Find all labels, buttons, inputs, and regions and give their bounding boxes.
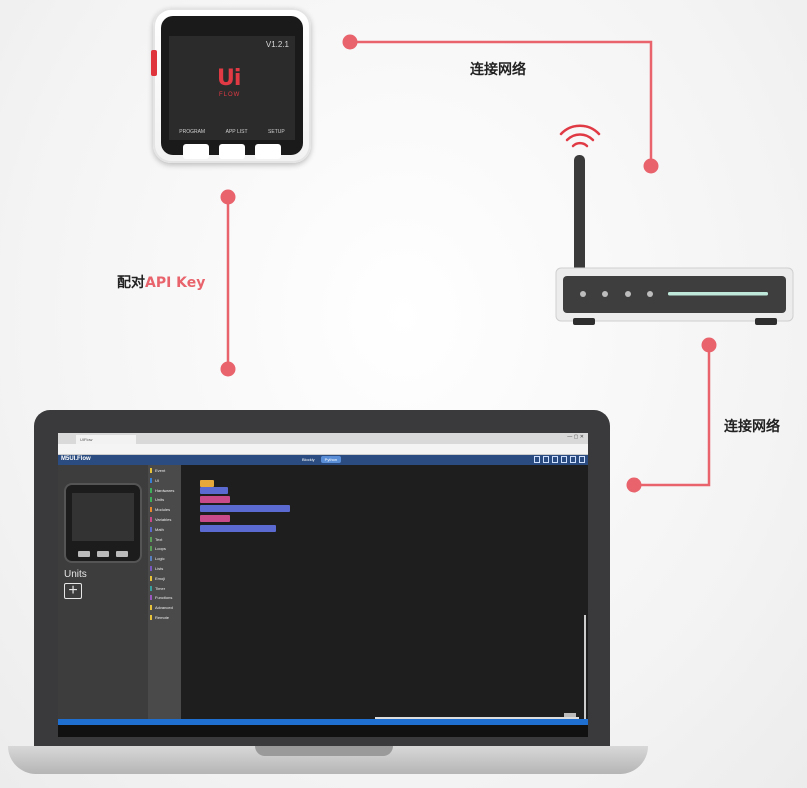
- device-side-button: [151, 50, 157, 76]
- save-icon[interactable]: [534, 456, 540, 463]
- ide-header: M5UI.Flow Blockly Python: [58, 455, 588, 465]
- label-pair-api-key: 配对API Key: [117, 272, 205, 292]
- category-item[interactable]: Hardwares: [150, 487, 174, 493]
- connector-router-laptop: [626, 337, 717, 493]
- virtual-button-c[interactable]: [116, 551, 128, 557]
- virtual-device: [64, 483, 142, 563]
- router-antenna: [574, 155, 585, 273]
- uiflow-logo-subtitle: FLOW: [219, 92, 241, 98]
- category-item[interactable]: Emoji: [150, 575, 165, 581]
- connector-device-laptop: [220, 189, 236, 377]
- ide-toolbar: [534, 456, 585, 463]
- tab-blockly[interactable]: Blockly: [302, 457, 315, 462]
- label-pair-prefix: 配对: [117, 275, 145, 291]
- virtual-button-a[interactable]: [78, 551, 90, 557]
- category-item[interactable]: Math: [150, 526, 164, 532]
- workspace-scrollbar-vertical[interactable]: [584, 615, 586, 735]
- category-item[interactable]: Timer: [150, 585, 165, 591]
- category-item[interactable]: Logic: [150, 556, 165, 562]
- download-icon[interactable]: [543, 456, 549, 463]
- menu-icon[interactable]: [579, 456, 585, 463]
- code-block[interactable]: [200, 525, 276, 532]
- menu-setup: SETUP: [268, 129, 285, 135]
- ide-app-name: M5UI.Flow: [61, 456, 91, 462]
- code-block[interactable]: [200, 515, 230, 522]
- browser-tab[interactable]: UIFlow: [76, 435, 136, 444]
- category-item[interactable]: Variables: [150, 517, 171, 522]
- tab-python[interactable]: Python: [320, 456, 342, 463]
- browser-tabbar: UIFlow — ▢ ✕: [58, 433, 588, 444]
- window-controls-icon[interactable]: — ▢ ✕: [567, 434, 584, 440]
- setup-block[interactable]: [200, 480, 214, 487]
- laptop-screen: UIFlow — ▢ ✕ M5UI.Flow Blockly Python Un…: [58, 433, 588, 737]
- category-item[interactable]: Advanced: [150, 605, 173, 611]
- device-menu: PROGRAM APP LIST SETUP: [169, 129, 295, 135]
- code-block[interactable]: [200, 487, 228, 494]
- ide-mode-tabs: Blockly Python: [298, 456, 342, 463]
- blockly-workspace[interactable]: [181, 465, 588, 735]
- device-button-a: [183, 144, 209, 159]
- device-button-b: [219, 144, 245, 159]
- units-label: Units: [64, 569, 87, 580]
- label-connect-network-right: 连接网络: [724, 419, 780, 435]
- category-item[interactable]: Event: [150, 468, 165, 473]
- label-connect-network-top: 连接网络: [470, 62, 526, 78]
- workspace-scrollbar-horizontal[interactable]: [375, 717, 579, 719]
- menu-program: PROGRAM: [179, 129, 206, 135]
- uiflow-logo: Ui: [217, 66, 241, 91]
- virtual-device-screen[interactable]: [72, 493, 134, 541]
- menu-app-list: APP LIST: [225, 129, 248, 135]
- category-item[interactable]: Text: [150, 536, 162, 542]
- laptop-notch: [255, 746, 393, 756]
- router: [555, 124, 794, 325]
- category-item[interactable]: Lists: [150, 566, 163, 571]
- category-item[interactable]: Loops: [150, 546, 166, 552]
- category-item[interactable]: UI: [150, 477, 159, 483]
- label-pair-highlight: API Key: [145, 275, 206, 291]
- category-item[interactable]: Modules: [150, 507, 170, 513]
- category-item[interactable]: Functions: [150, 595, 172, 601]
- code-block[interactable]: [200, 505, 290, 512]
- device-bezel: V1.2.1 Ui FLOW PROGRAM APP LIST SETUP: [161, 16, 303, 159]
- firmware-version: V1.2.1: [265, 40, 289, 49]
- wifi-signal-icon: [559, 124, 601, 148]
- m5stack-device: V1.2.1 Ui FLOW PROGRAM APP LIST SETUP: [151, 8, 311, 163]
- device-panel: Units +: [58, 465, 148, 719]
- category-item[interactable]: Remote: [150, 615, 169, 620]
- code-block[interactable]: [200, 496, 230, 503]
- redo-icon[interactable]: [561, 456, 567, 463]
- undo-icon[interactable]: [552, 456, 558, 463]
- ide-status-bar: [58, 719, 588, 725]
- browser-address-bar[interactable]: [58, 444, 588, 455]
- category-item[interactable]: Units: [150, 497, 164, 503]
- virtual-button-b[interactable]: [97, 551, 109, 557]
- device-screen: V1.2.1 Ui FLOW PROGRAM APP LIST SETUP: [169, 36, 295, 140]
- run-icon[interactable]: [570, 456, 576, 463]
- os-taskbar: [58, 725, 588, 737]
- device-button-c: [255, 144, 281, 159]
- add-unit-button[interactable]: +: [64, 583, 82, 599]
- connector-device-router: [342, 34, 659, 174]
